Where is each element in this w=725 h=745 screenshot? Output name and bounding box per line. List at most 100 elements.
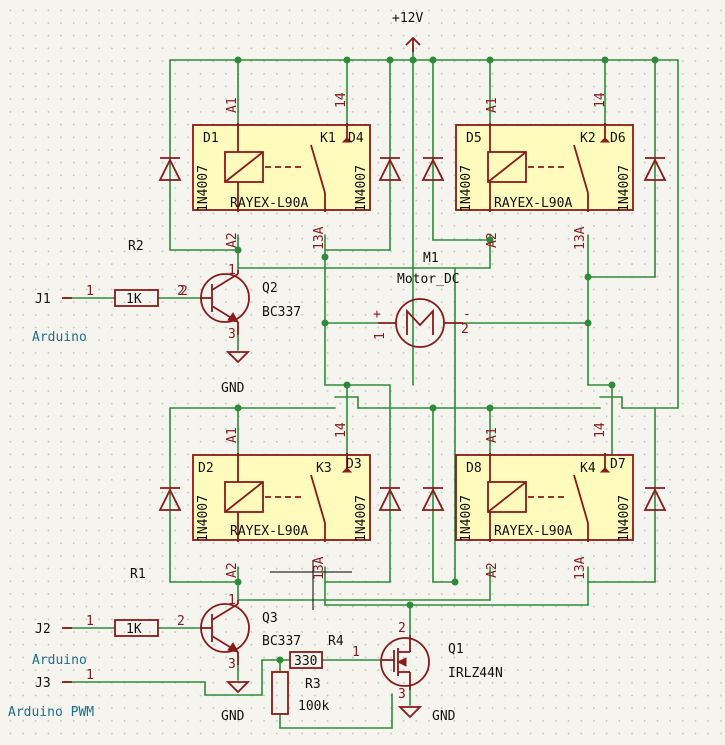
flyback-diodes bbox=[158, 157, 667, 511]
relay-k2 bbox=[455, 123, 634, 212]
diode-part: 1N4007 bbox=[196, 495, 211, 542]
relay-diode-ref: D4 bbox=[348, 131, 364, 146]
pin-a2-label: A2 bbox=[225, 232, 240, 248]
j1-label: Arduino bbox=[32, 330, 87, 345]
q1-part: IRLZ44N bbox=[448, 666, 503, 681]
pin-number: 1 bbox=[86, 668, 94, 683]
pin-a1-label: A1 bbox=[485, 427, 500, 443]
relay-part: RAYEX-L90A bbox=[230, 196, 308, 211]
motor-minus: - bbox=[463, 307, 471, 322]
gnd-label: GND bbox=[221, 709, 245, 724]
motor-ref: M1 bbox=[423, 251, 439, 266]
pin-number: 3 bbox=[398, 687, 406, 702]
transistor-q2 bbox=[200, 270, 250, 335]
r1-ref: R1 bbox=[130, 567, 146, 582]
r2-value: 1K bbox=[126, 292, 142, 307]
j3-label: Arduino PWM bbox=[8, 705, 94, 720]
r2-ref: R2 bbox=[128, 239, 144, 254]
diode-part: 1N4007 bbox=[196, 165, 211, 212]
pin-number: 2 bbox=[398, 621, 406, 636]
pin-13a-label: 13A bbox=[312, 556, 327, 580]
diode-part: 1N4007 bbox=[354, 495, 369, 542]
pin-14-label: 14 bbox=[593, 92, 608, 108]
pin-14-label: 14 bbox=[334, 422, 349, 438]
r4-ref: R4 bbox=[328, 634, 344, 649]
relay-k1 bbox=[192, 123, 371, 212]
relay-diode-ref: D5 bbox=[466, 131, 482, 146]
r3-ref: R3 bbox=[305, 677, 321, 692]
relay-k4 bbox=[455, 453, 634, 542]
pin-14-label: 14 bbox=[593, 422, 608, 438]
diode-part: 1N4007 bbox=[459, 495, 474, 542]
wires bbox=[64, 44, 679, 729]
j1-ref: J1 bbox=[35, 292, 51, 307]
q3-part: BC337 bbox=[262, 634, 301, 649]
relay-diode-ref: D7 bbox=[610, 457, 626, 472]
pin-number: 3 bbox=[228, 657, 236, 672]
j3-ref: J3 bbox=[35, 676, 51, 691]
q3-ref: Q3 bbox=[262, 611, 278, 626]
pin-number: 3 bbox=[228, 327, 236, 342]
j2-ref: J2 bbox=[35, 622, 51, 637]
vcc-label: +12V bbox=[392, 11, 423, 26]
diode-part: 1N4007 bbox=[617, 165, 632, 212]
q2-part: BC337 bbox=[262, 305, 301, 320]
relay-k3 bbox=[192, 453, 371, 542]
pin-number: 1 bbox=[352, 645, 360, 660]
pin-a1-label: A1 bbox=[225, 97, 240, 113]
diode-part: 1N4007 bbox=[617, 495, 632, 542]
pin-a2-label: A2 bbox=[485, 562, 500, 578]
pin-a2-label: A2 bbox=[225, 562, 240, 578]
relay-ref: K4 bbox=[580, 461, 596, 476]
motor-pin2: 2 bbox=[461, 322, 469, 337]
motor-plus: + bbox=[373, 307, 381, 322]
pin-a1-label: A1 bbox=[485, 97, 500, 113]
pin-number: 1 bbox=[228, 593, 236, 608]
motor-name: Motor_DC bbox=[397, 272, 460, 287]
pin-a1-label: A1 bbox=[225, 427, 240, 443]
r1-value: 1K bbox=[126, 622, 142, 637]
relay-pin-labels: A1 14 A2 13A A1 14 A2 13A A1 14 A2 13A A… bbox=[225, 92, 608, 580]
relay-diode-ref: D2 bbox=[198, 461, 214, 476]
resistor-r1 bbox=[114, 619, 159, 637]
relay-diode-ref: D6 bbox=[610, 131, 626, 146]
resistor-r4 bbox=[289, 651, 323, 669]
resistor-r3 bbox=[271, 671, 289, 715]
gnd-label: GND bbox=[432, 709, 456, 724]
relay-diode-ref: D1 bbox=[203, 131, 219, 146]
vcc-symbol bbox=[405, 36, 421, 52]
relay-ref: K3 bbox=[316, 461, 332, 476]
relay-part: RAYEX-L90A bbox=[494, 196, 572, 211]
relay-part: RAYEX-L90A bbox=[494, 524, 572, 539]
junctions bbox=[234, 56, 659, 664]
relay-diode-ref: D3 bbox=[346, 457, 362, 472]
ground-symbols bbox=[225, 351, 423, 719]
pin-13a-label: 13A bbox=[573, 226, 588, 250]
relay-ref: K2 bbox=[580, 131, 596, 146]
connector-pins bbox=[62, 297, 72, 683]
j2-label: Arduino bbox=[32, 653, 87, 668]
motor-pin1: 1 bbox=[373, 332, 388, 340]
q2-ref: Q2 bbox=[262, 281, 278, 296]
pin-13a-label: 13A bbox=[312, 226, 327, 250]
pin-number: 2 bbox=[180, 284, 188, 299]
resistor-r2 bbox=[114, 289, 159, 307]
relay-diode-ref: D8 bbox=[466, 461, 482, 476]
relay-part: RAYEX-L90A bbox=[230, 524, 308, 539]
pin-number: 1 bbox=[86, 614, 94, 629]
pin-number: 2 bbox=[177, 284, 185, 299]
r4-value: 330 bbox=[294, 654, 317, 669]
transistor-q3 bbox=[200, 600, 250, 665]
q1-ref: Q1 bbox=[448, 642, 464, 657]
pin-a2-label: A2 bbox=[485, 232, 500, 248]
relay-ref: K1 bbox=[320, 131, 336, 146]
pin-number: 1 bbox=[86, 284, 94, 299]
r3-value: 100k bbox=[298, 699, 329, 714]
pin-14-label: 14 bbox=[334, 92, 349, 108]
pin-number: 2 bbox=[177, 614, 185, 629]
pin-number: 1 bbox=[228, 263, 236, 278]
diode-part: 1N4007 bbox=[459, 165, 474, 212]
motor bbox=[378, 298, 463, 348]
diode-part-labels: 1N4007 1N4007 1N4007 1N4007 1N4007 1N400… bbox=[196, 165, 632, 542]
